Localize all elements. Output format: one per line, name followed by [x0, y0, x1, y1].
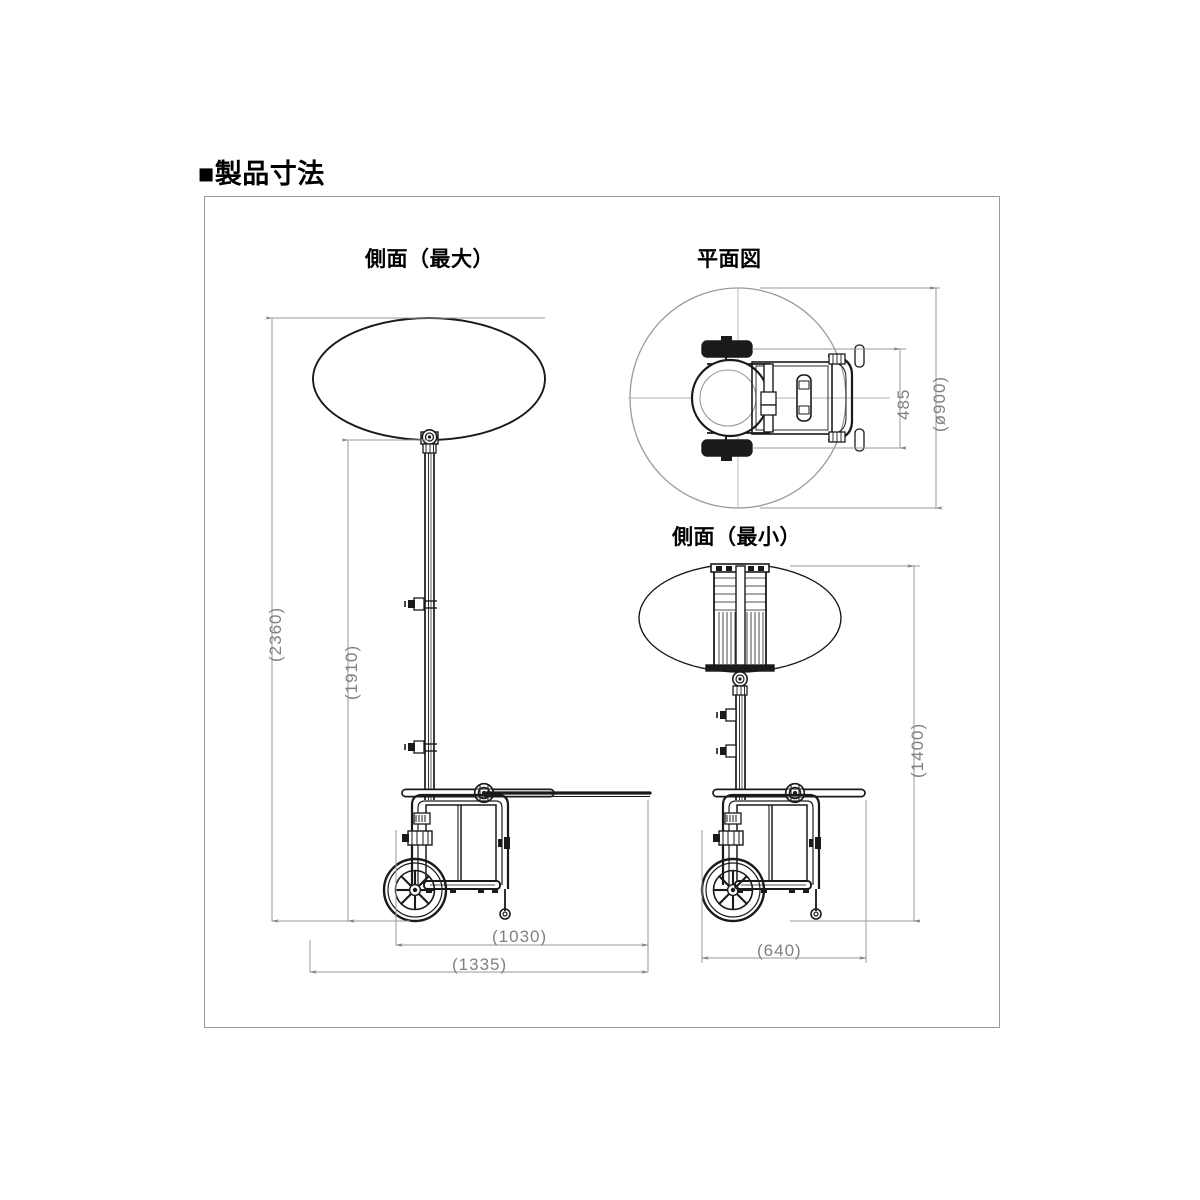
page-title: ■製品寸法 — [198, 159, 325, 189]
view-title-plan: 平面図 — [697, 248, 762, 271]
dimension-label-plan-track: 485 — [894, 388, 913, 420]
dimension-label-overall-height: (2360) — [266, 606, 285, 662]
dimension-label-folded-height: (1400) — [908, 722, 927, 778]
dimension-label-frame-width: (1030) — [492, 927, 548, 946]
view-title-side-max: 側面（最大） — [365, 248, 494, 271]
dimension-label-mast-height: (1910) — [342, 644, 361, 700]
view-title-side-min: 側面（最小） — [672, 526, 801, 549]
dimension-label-folded-base-width: (640) — [757, 941, 802, 960]
dimension-label-overall-length: (1335) — [452, 955, 508, 974]
dimension-label-plan-diameter: (ø900) — [930, 375, 949, 432]
diagram-frame — [204, 196, 1000, 1028]
